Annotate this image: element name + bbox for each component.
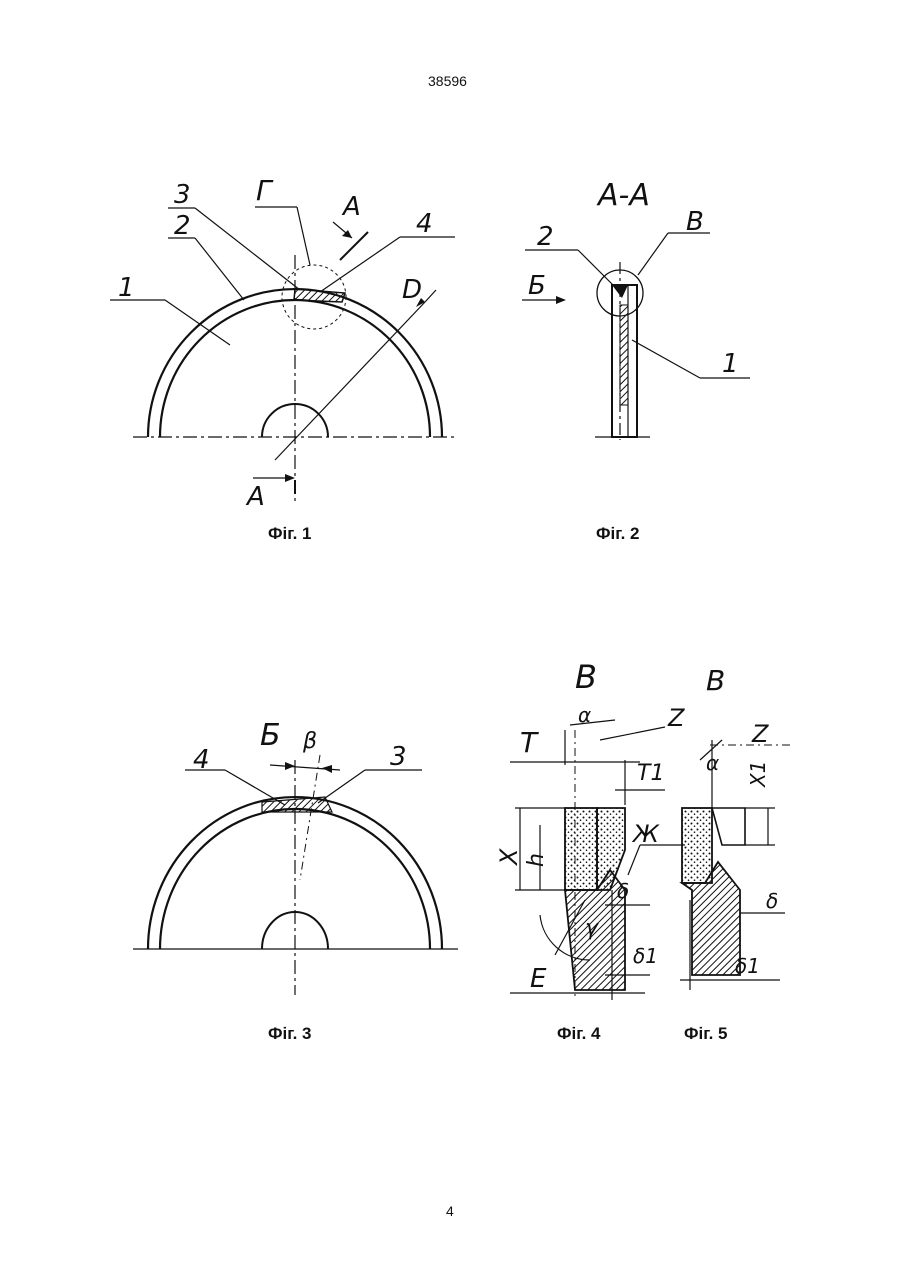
caption-fig-5: Фіг. 5 xyxy=(684,1024,728,1044)
fig5-label-x1: Х1 xyxy=(746,761,770,788)
fig5-label-delta1: δ1 xyxy=(735,954,760,978)
page-number: 4 xyxy=(446,1203,454,1219)
fig5-label-alpha: α xyxy=(706,751,719,775)
fig5-label-delta: δ xyxy=(766,889,778,913)
fig5-label-z: Z xyxy=(751,720,769,748)
fig5-title: В xyxy=(706,664,725,697)
